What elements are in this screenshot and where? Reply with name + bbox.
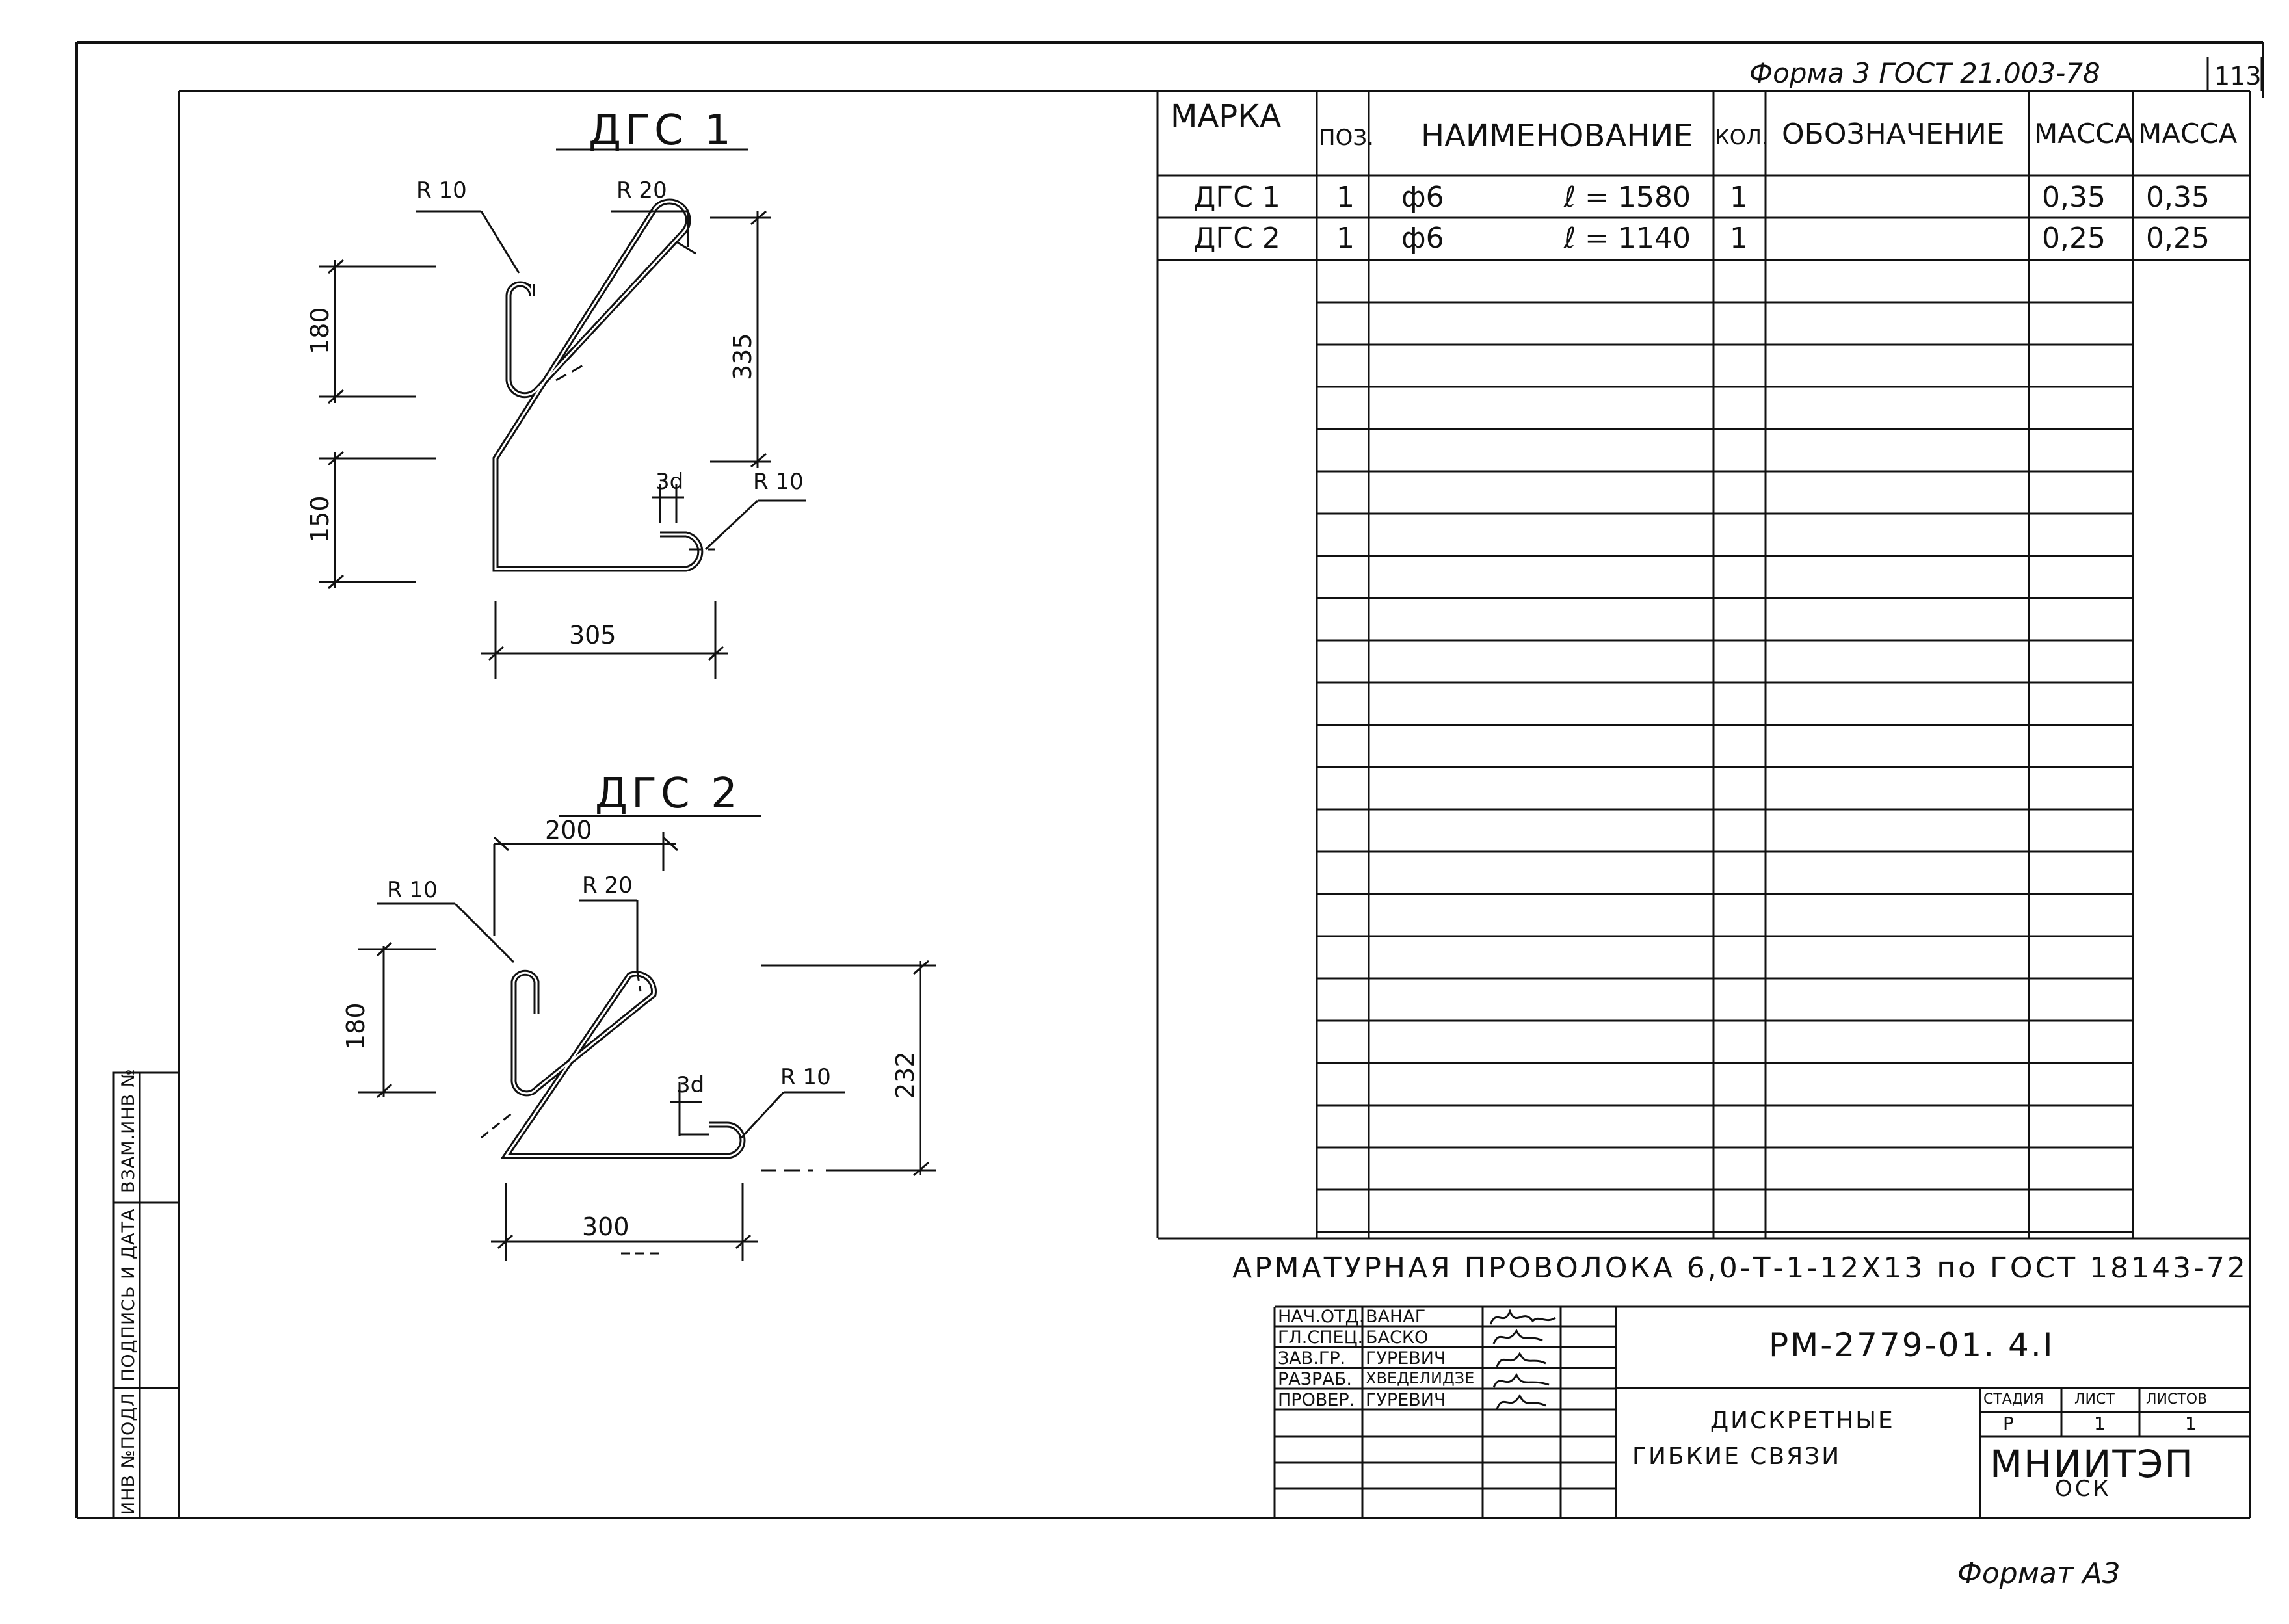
sheet-number: 113 <box>2214 62 2262 90</box>
sig-role-1: НАЧ.ОТД. <box>1278 1307 1365 1327</box>
format-note: Формат А3 <box>1957 1557 2121 1590</box>
sheets-value: 1 <box>2185 1413 2197 1434</box>
col-header-qty: КОЛ. <box>1715 125 1769 150</box>
dgs2-dim-width: 300 <box>582 1212 629 1241</box>
dgs2-r-bottom: R 10 <box>780 1064 831 1090</box>
row1-pos: 1 <box>1336 181 1355 214</box>
row2-mass1: 0,25 <box>2042 222 2106 255</box>
row2-mark: ДГС 2 <box>1193 222 1280 255</box>
row2-qty: 1 <box>1730 222 1748 255</box>
col-header-mass1: МАССА <box>2034 118 2134 150</box>
org-sub: ОСК <box>2055 1476 2111 1502</box>
material-note: АРМАТУРНАЯ ПРОВОЛОКА 6,0-Т-1-12Х13 по ГО… <box>1232 1251 2248 1285</box>
sheet-value: 1 <box>2094 1413 2106 1434</box>
row1-mark: ДГС 1 <box>1193 181 1280 214</box>
sheets-label: ЛИСТОВ <box>2146 1391 2208 1408</box>
sig-name-3: ГУРЕВИЧ <box>1366 1348 1446 1369</box>
dgs2-r-top: R 20 <box>582 872 633 898</box>
title-block-grid <box>1273 1305 2250 1518</box>
dgs1-dim-h-top: 180 <box>306 307 334 354</box>
col-header-mass2: МАССА <box>2138 118 2238 150</box>
signatures-handwritten <box>1489 1308 1556 1409</box>
sig-role-5: ПРОВЕР. <box>1278 1390 1355 1410</box>
dgs2-hook: 3d <box>676 1072 704 1098</box>
rebar-dgs2 <box>500 969 746 1159</box>
sig-name-1: ВАНАГ <box>1366 1307 1426 1327</box>
row1-length: ℓ = 1580 <box>1564 181 1691 214</box>
org-main: МНИИТЭП <box>1990 1442 2194 1486</box>
form-note: Форма 3 ГОСТ 21.003-78 <box>1749 57 2100 89</box>
side-sign-date: ПОДПИСЬ И ДАТА <box>118 1208 139 1382</box>
col-header-designation: ОБОЗНАЧЕНИЕ <box>1782 118 2005 151</box>
stage-label: СТАДИЯ <box>1983 1391 2044 1408</box>
sig-name-5: ГУРЕВИЧ <box>1366 1390 1446 1410</box>
stage-value: Р <box>2003 1413 2014 1434</box>
dgs1-dim-h-total: 335 <box>728 333 757 380</box>
row1-diam: ф6 <box>1401 181 1444 214</box>
row1-qty: 1 <box>1730 181 1748 214</box>
col-header-pos: ПОЗ. <box>1319 125 1374 151</box>
spec-table-row-lines <box>1317 301 2133 1233</box>
row2-pos: 1 <box>1336 222 1355 255</box>
doc-code: РМ-2779-01. 4.I <box>1769 1326 2055 1364</box>
row2-length: ℓ = 1140 <box>1564 222 1691 255</box>
dgs2-title: ДГС 2 <box>595 770 741 818</box>
row1-mass2: 0,35 <box>2146 181 2210 214</box>
dgs1-dim-h-bottom: 150 <box>306 495 334 543</box>
col-header-name: НАИМЕНОВАНИЕ <box>1421 118 1693 154</box>
dgs1-dim-width: 305 <box>569 621 616 649</box>
dgs1-r-top: R 20 <box>616 177 667 203</box>
row2-mass2: 0,25 <box>2146 222 2210 255</box>
dgs2-dim-h-total: 232 <box>891 1051 920 1099</box>
sig-name-2: БАСКО <box>1366 1328 1429 1348</box>
dgs2-dim-top-width: 200 <box>545 816 592 845</box>
spec-table-grid <box>1156 91 2250 1240</box>
dgs1-hook: 3d <box>655 469 683 495</box>
side-vzam-inv: ВЗАМ.ИНВ № <box>118 1068 139 1193</box>
sig-role-4: РАЗРАБ. <box>1278 1369 1352 1389</box>
sig-role-2: ГЛ.СПЕЦ. <box>1278 1328 1364 1348</box>
sig-name-4: ХВЕДЕЛИДЗЕ <box>1366 1369 1475 1387</box>
col-header-mark: МАРКА <box>1171 98 1282 135</box>
sheet-label: ЛИСТ <box>2074 1391 2115 1408</box>
dgs2-dim-h-top: 180 <box>341 1002 370 1050</box>
doc-title-line1: ДИСКРЕТНЫЕ <box>1710 1408 1895 1434</box>
dgs1-r-bottom: R 10 <box>753 469 804 495</box>
row2-diam: ф6 <box>1401 222 1444 255</box>
dgs2-r-small: R 10 <box>387 877 438 903</box>
side-inv-podl: ИНВ №ПОДЛ <box>118 1393 139 1515</box>
rebar-dgs1 <box>492 198 704 572</box>
dgs1-title: ДГС 1 <box>589 107 735 155</box>
dgs1-r-small: R 10 <box>416 177 467 203</box>
doc-title-line2: ГИБКИЕ СВЯЗИ <box>1632 1443 1842 1470</box>
sig-role-3: ЗАВ.ГР. <box>1278 1348 1346 1369</box>
row1-mass1: 0,35 <box>2042 181 2106 214</box>
